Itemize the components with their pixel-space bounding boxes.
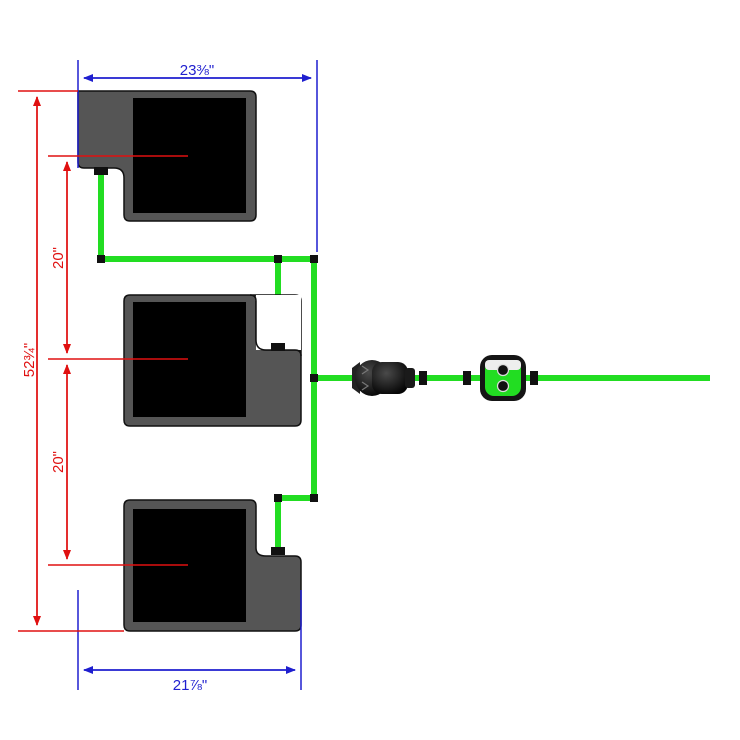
fitting-feed-tee [310, 374, 318, 382]
fitting-valve-out [530, 371, 538, 385]
fitting-tee-middle [274, 255, 282, 263]
dimension-spacing-upper [48, 155, 188, 354]
total-height-label: 52¾" [21, 343, 38, 378]
bottom-width-label: 21⅞" [173, 677, 208, 694]
fitting-bottom-tray [271, 547, 285, 555]
tray-middle [123, 294, 302, 427]
inline-filter-icon [352, 360, 415, 396]
dimension-total-height [18, 90, 124, 632]
fitting-middle-tray [271, 343, 285, 351]
fitting-top-tray [94, 167, 108, 175]
spacing-upper-label: 20" [50, 247, 67, 269]
fitting-tee-right [310, 255, 318, 263]
fitting-bottom-corner-left [274, 494, 282, 502]
top-width-label: 23⅜" [180, 62, 215, 79]
dimension-bottom-width [77, 590, 302, 690]
fittings [94, 167, 538, 555]
dimension-spacing-lower [48, 358, 188, 566]
fitting-top-corner [97, 255, 105, 263]
spacing-lower-label: 20" [50, 451, 67, 473]
shutoff-valve-icon [480, 355, 526, 401]
dimension-top-width [77, 60, 318, 252]
fitting-filter-out [419, 371, 427, 385]
fitting-valve-in [463, 371, 471, 385]
fitting-bottom-corner-right [310, 494, 318, 502]
